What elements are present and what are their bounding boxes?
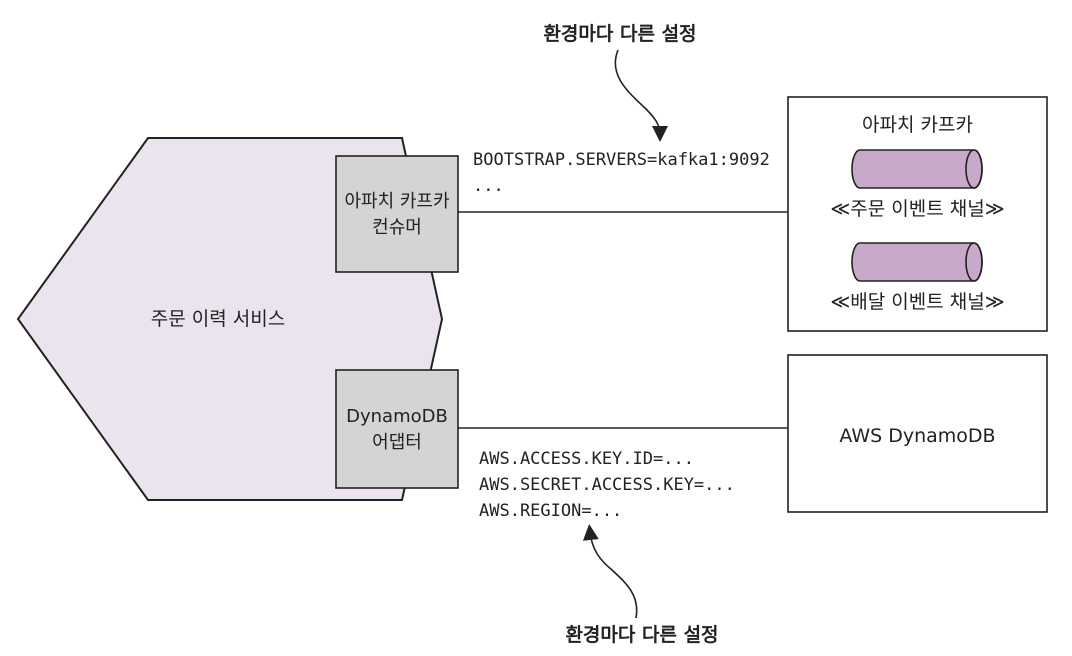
annotation-bottom-label: 환경마다 다른 설정 xyxy=(565,624,719,646)
delivery-event-channel-label: ≪배달 이벤트 채널≫ xyxy=(830,291,1005,313)
consumer-adapter-label-line2: 컨슈머 xyxy=(372,217,422,238)
annotation-arrow-bottom xyxy=(582,524,638,619)
dynamodb-box-title: AWS DynamoDB xyxy=(839,425,996,447)
order-event-channel-cylinder xyxy=(851,149,983,189)
dynamodb-adapter-label-line2: 어댑터 xyxy=(372,432,422,453)
kafka-config-line2: ... xyxy=(473,176,504,196)
consumer-adapter-label-line1: 아파치 카프카 xyxy=(344,191,450,212)
kafka-box xyxy=(787,96,1048,332)
dynamodb-box xyxy=(787,354,1048,513)
dynamodb-config-line3: AWS.REGION=... xyxy=(479,501,623,521)
service-label: 주문 이력 서비스 xyxy=(150,308,286,330)
annotation-arrow-top xyxy=(614,49,668,142)
dynamodb-adapter-box xyxy=(335,369,459,489)
consumer-adapter-box xyxy=(335,155,459,273)
dynamodb-config-line1: AWS.ACCESS.KEY.ID=... xyxy=(479,449,694,469)
kafka-config-line1: BOOTSTRAP.SERVERS=kafka1:9092 xyxy=(473,150,770,170)
kafka-box-title: 아파치 카프카 xyxy=(862,114,973,136)
delivery-event-channel-cylinder xyxy=(851,242,983,282)
dynamodb-config-line2: AWS.SECRET.ACCESS.KEY=... xyxy=(479,475,735,495)
order-event-channel-label: ≪주문 이벤트 채널≫ xyxy=(830,198,1005,220)
annotation-top-label: 환경마다 다른 설정 xyxy=(543,23,697,45)
dynamodb-adapter-label-line1: DynamoDB xyxy=(346,406,448,427)
